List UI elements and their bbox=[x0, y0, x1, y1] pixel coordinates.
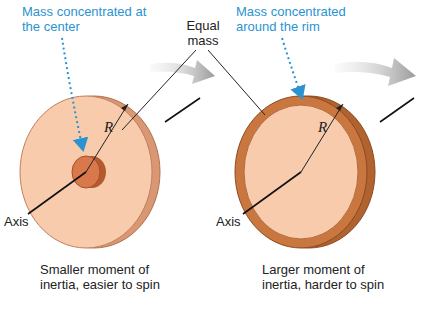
radius-arrowhead bbox=[336, 104, 343, 111]
radius-line bbox=[301, 104, 343, 172]
axis-line bbox=[380, 98, 414, 122]
axis-line bbox=[243, 172, 301, 214]
axis-label: Axis bbox=[4, 214, 44, 229]
axis-line bbox=[28, 172, 86, 214]
rim-mass bbox=[235, 96, 367, 248]
axis-line bbox=[165, 98, 200, 122]
radius-line bbox=[86, 104, 128, 172]
callout-text: Equal mass bbox=[178, 18, 228, 48]
callout-text: Mass concentrated at the center bbox=[22, 4, 152, 34]
motion-arrow bbox=[150, 60, 215, 84]
dimension-label: R bbox=[318, 120, 334, 135]
leader-line bbox=[122, 50, 196, 130]
caption-text: Smaller moment of inertia, easier to spi… bbox=[40, 262, 175, 292]
callout-arrow bbox=[62, 38, 83, 150]
radius-arrowhead bbox=[121, 104, 128, 111]
motion-arrow bbox=[335, 58, 416, 86]
caption-text: Larger moment of inertia, harder to spin bbox=[262, 262, 397, 292]
disc-face bbox=[244, 105, 358, 239]
callout-arrow bbox=[282, 38, 302, 98]
axis-label: Axis bbox=[216, 214, 256, 229]
dimension-label: R bbox=[104, 120, 120, 135]
callout-text: Mass concentrated around the rim bbox=[236, 4, 366, 34]
leader-line bbox=[208, 50, 265, 115]
